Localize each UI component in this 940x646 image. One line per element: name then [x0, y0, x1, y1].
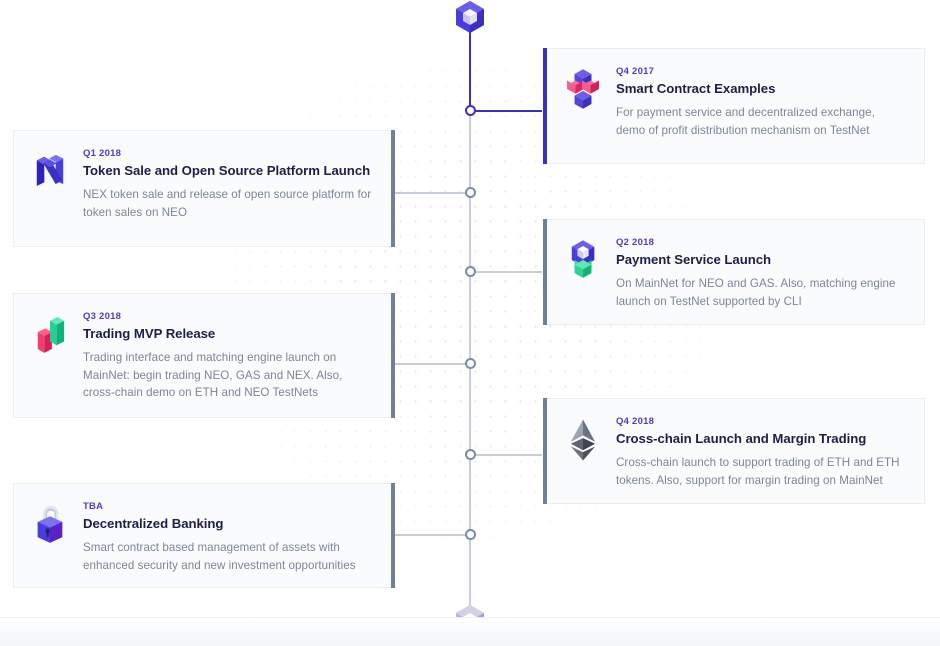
milestone-card-q3-2018[interactable]: Q3 2018 Trading MVP Release Trading inte…	[13, 293, 395, 418]
milestone-quarter: Q3 2018	[83, 311, 122, 322]
milestone-description: Smart contract based management of asset…	[83, 541, 356, 572]
timeline-node-q2-2018[interactable]	[464, 266, 476, 277]
milestone-quarter: Q1 2018	[83, 148, 122, 159]
milestone-title: Token Sale and Open Source Platform Laun…	[83, 163, 371, 178]
milestone-card-q1-2018[interactable]: Q1 2018 Token Sale and Open Source Platf…	[13, 130, 395, 247]
connector-q1-2018	[393, 192, 470, 194]
stacked-cubes-icon	[564, 237, 602, 307]
milestone-title: Smart Contract Examples	[616, 81, 776, 96]
milestone-description: On MainNet for NEO and GAS. Also, matchi…	[616, 277, 896, 308]
card-accent-bar	[543, 398, 547, 504]
milestone-description: NEX token sale and release of open sourc…	[83, 188, 372, 219]
padlock-icon	[31, 501, 69, 570]
card-accent-bar	[391, 130, 395, 247]
milestone-description: For payment service and decentralized ex…	[616, 106, 875, 137]
connector-q4-2018	[470, 454, 542, 456]
milestone-title: Decentralized Banking	[83, 516, 224, 531]
card-accent-bar	[391, 293, 395, 418]
milestone-card-q4-2018[interactable]: Q4 2018 Cross-chain Launch and Margin Tr…	[543, 398, 925, 504]
card-accent-bar	[391, 483, 395, 588]
milestone-quarter: Q4 2018	[616, 416, 655, 427]
timeline-node-q4-2018[interactable]	[464, 449, 476, 460]
connector-q2-2018	[470, 271, 542, 273]
cube-icon	[454, 0, 486, 36]
card-accent-bar	[543, 219, 547, 325]
milestone-quarter: Q4 2017	[616, 66, 655, 77]
bar-chart-icon	[31, 311, 69, 400]
timeline-spine-active	[469, 30, 471, 111]
timeline-node-tba[interactable]	[464, 529, 476, 540]
milestone-quarter: Q2 2018	[616, 237, 655, 248]
milestone-title: Cross-chain Launch and Margin Trading	[616, 431, 867, 446]
milestone-card-tba[interactable]: TBA Decentralized Banking Smart contract…	[13, 483, 395, 588]
card-accent-bar	[543, 48, 547, 164]
milestone-card-q2-2018[interactable]: Q2 2018 Payment Service Launch On MainNe…	[543, 219, 925, 325]
connector-tba	[393, 534, 470, 536]
timeline-node-q1-2018[interactable]	[464, 187, 476, 198]
timeline-node-q3-2018[interactable]	[464, 358, 476, 369]
milestone-quarter: TBA	[83, 501, 104, 512]
milestone-card-q4-2017[interactable]: Q4 2017 Smart Contract Examples For paym…	[543, 48, 925, 164]
milestone-description: Trading interface and matching engine la…	[83, 351, 343, 399]
milestone-title: Payment Service Launch	[616, 252, 772, 267]
nex-n-icon	[31, 148, 69, 229]
milestone-title: Trading MVP Release	[83, 326, 216, 341]
connector-q4-2017	[470, 110, 542, 112]
cube-cluster-icon	[564, 66, 602, 146]
ethereum-icon	[564, 416, 602, 486]
connector-q3-2018	[393, 363, 470, 365]
timeline-node-q4-2017[interactable]	[464, 105, 476, 116]
milestone-description: Cross-chain launch to support trading of…	[616, 456, 900, 487]
footer-band	[0, 617, 940, 646]
